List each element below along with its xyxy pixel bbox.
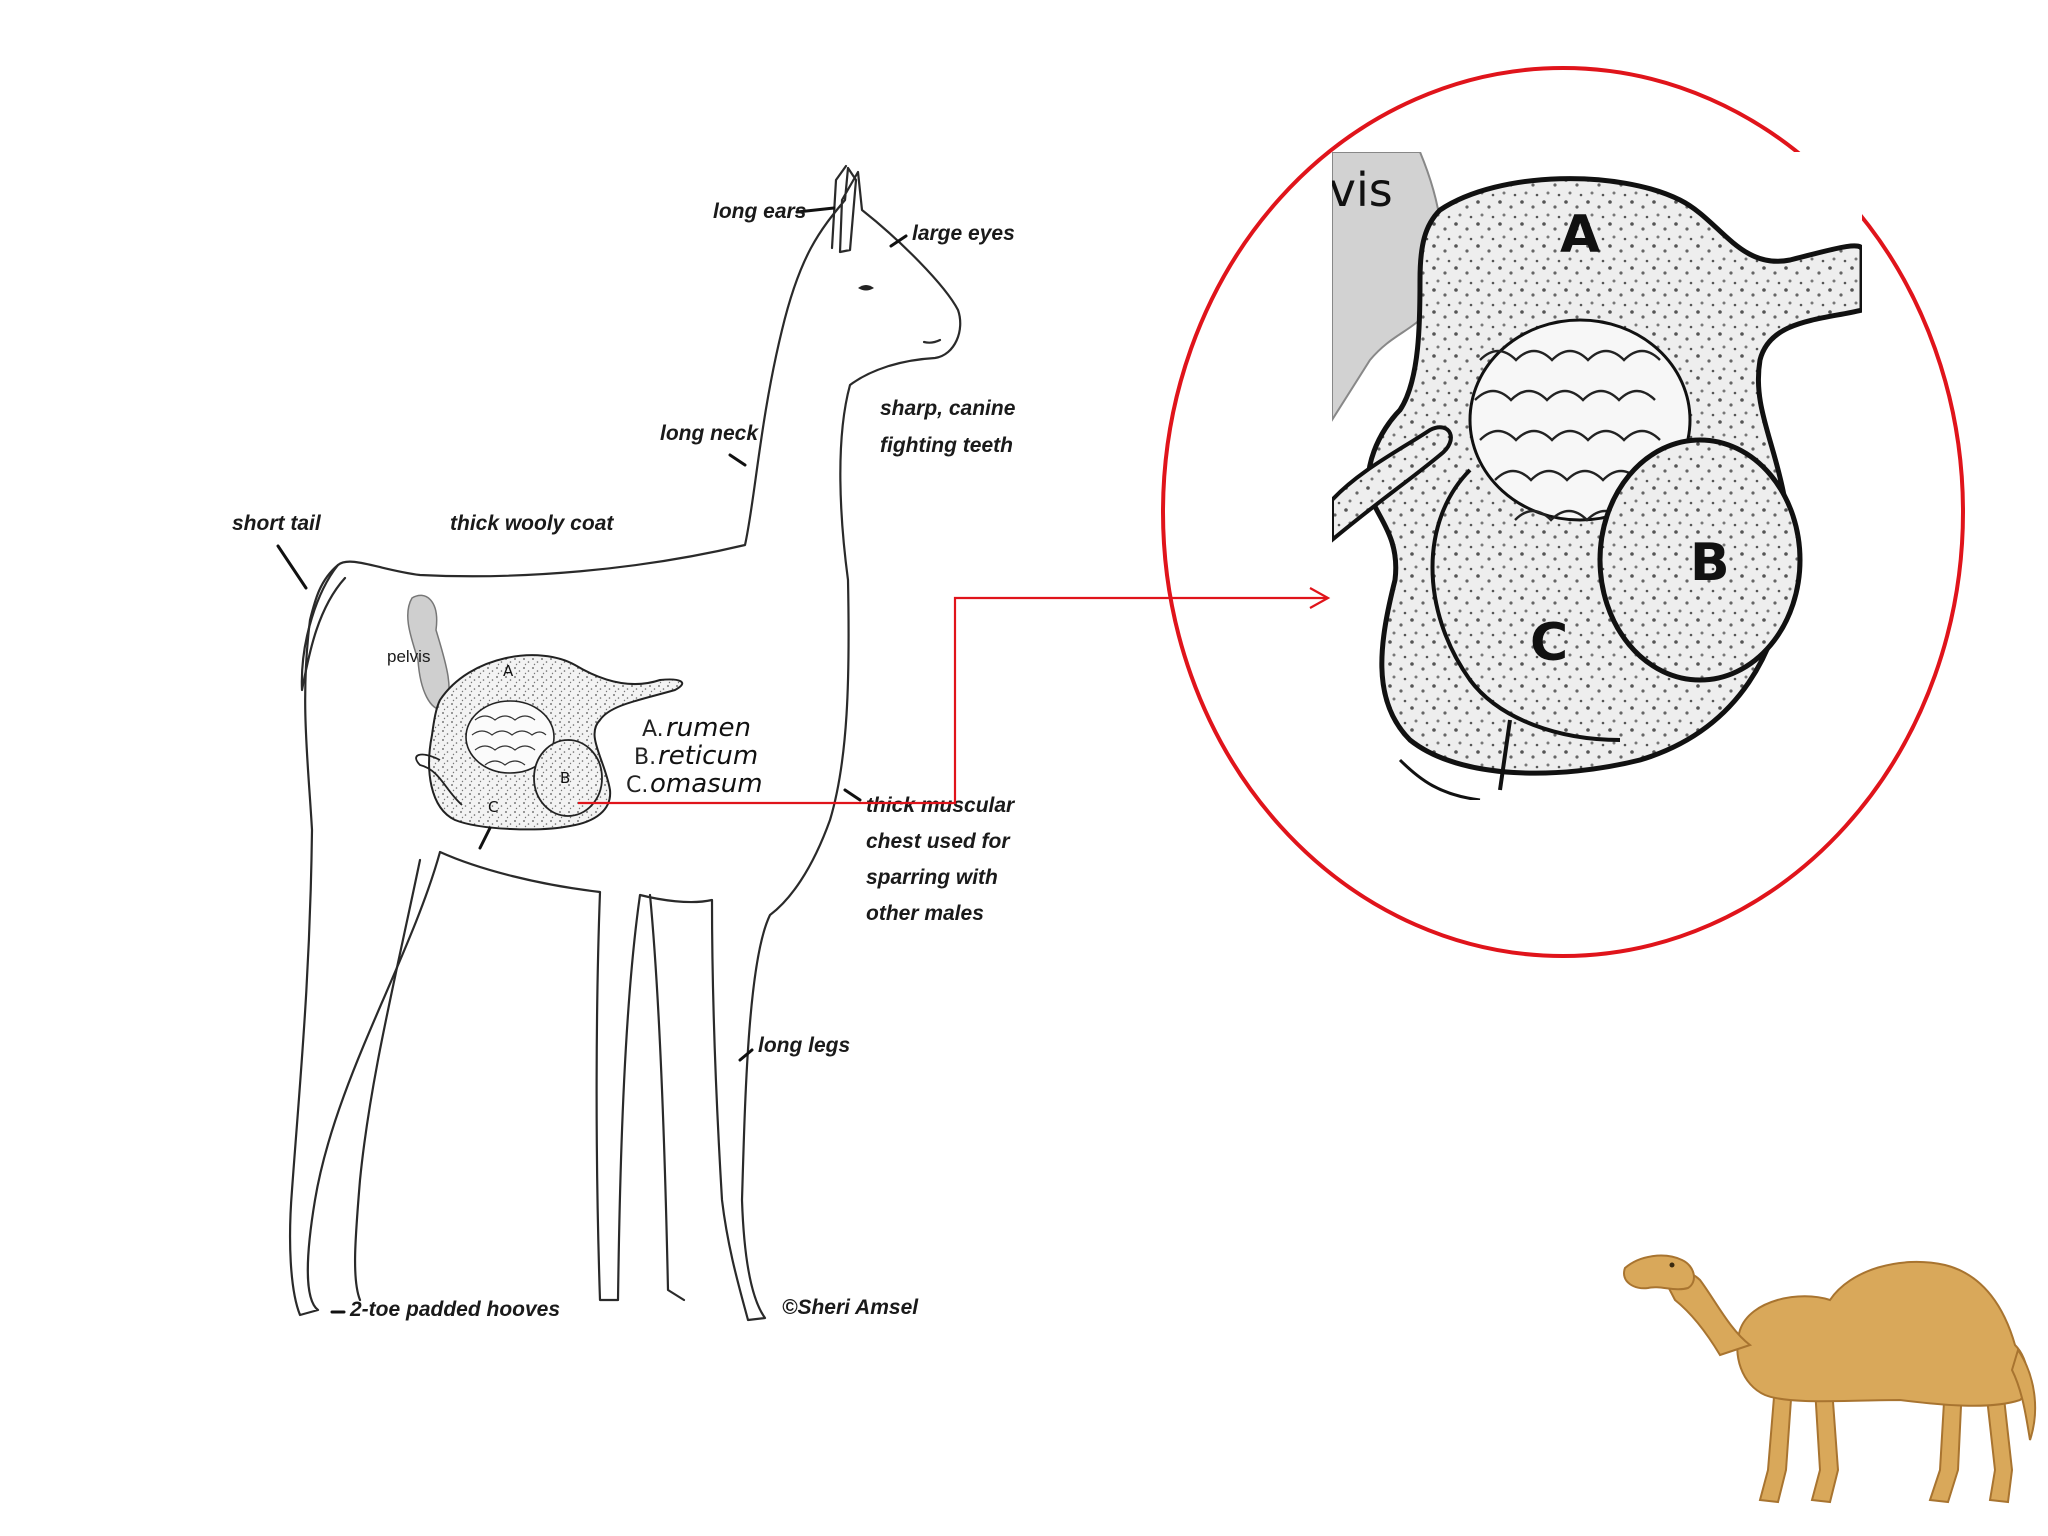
legend-letter-c: C. (626, 773, 648, 798)
llama-front-leg-inner (648, 893, 686, 1302)
zoom-letter-a: A (1560, 205, 1600, 265)
pointer-long-legs (738, 1048, 754, 1062)
label-long-neck: long neck (660, 422, 759, 445)
pointer-omasum (478, 826, 492, 850)
organ-letter-a: A (503, 662, 514, 680)
label-long-ears: long ears (713, 200, 806, 223)
llama-mouth (922, 338, 942, 344)
organ-letter-c: C (488, 798, 498, 816)
pointer-long-neck (728, 453, 747, 467)
label-copyright: ©Sheri Amsel (782, 1296, 919, 1319)
organ-letter-b: B (560, 769, 570, 787)
label-large-eyes: large eyes (912, 222, 1015, 245)
legend-name-reticum: reticum (658, 741, 758, 771)
label-chest-line2: chest used for (866, 830, 1011, 853)
pointer-chest (843, 788, 862, 802)
label-chest-line4: other males (866, 902, 984, 925)
pointer-long-ears (795, 206, 836, 214)
legend-letter-a: A. (642, 717, 664, 742)
legend-name-omasum: omasum (650, 769, 763, 799)
llama-body-outline (288, 166, 962, 1322)
llama-diagram: A B C long ears large eyes long neck sha… (232, 164, 1016, 1322)
label-hooves: 2-toe padded hooves (349, 1298, 560, 1321)
legend-letter-b: B. (634, 745, 656, 770)
stomach-organ: A B C (415, 654, 684, 831)
llama-hind-leg-inner (353, 858, 422, 1302)
zoom-letter-b: B (1690, 533, 1730, 593)
stomach-legend: A. rumen B. reticum C. omasum (626, 713, 763, 799)
label-sharp-teeth-line1: sharp, canine (880, 397, 1016, 420)
zoom-letter-c: C (1530, 613, 1568, 673)
label-pelvis: pelvis (387, 647, 430, 666)
label-short-tail: short tail (232, 512, 322, 535)
label-wooly-coat: thick wooly coat (450, 512, 614, 535)
callout-connector (578, 587, 1331, 805)
label-long-legs: long legs (758, 1034, 850, 1057)
label-chest-line1: thick muscular (866, 794, 1016, 817)
label-sharp-teeth-line2: fighting teeth (880, 434, 1013, 457)
zoom-circle (1161, 66, 1965, 958)
llama-tail (300, 563, 347, 692)
label-chest-line3: sparring with (866, 866, 998, 889)
llama-eye (858, 285, 874, 291)
zoom-stomach-image: lvis A B C (1316, 152, 1862, 800)
pointer-short-tail (276, 544, 308, 590)
pointer-large-eyes (889, 234, 908, 248)
legend-name-rumen: rumen (666, 713, 751, 743)
zoom-callout: lvis A B C (1161, 66, 1965, 958)
zoom-pelvis-fragment: lvis (1316, 163, 1393, 217)
camel-illustration (1623, 1254, 2037, 1504)
llama-ears (830, 164, 848, 250)
